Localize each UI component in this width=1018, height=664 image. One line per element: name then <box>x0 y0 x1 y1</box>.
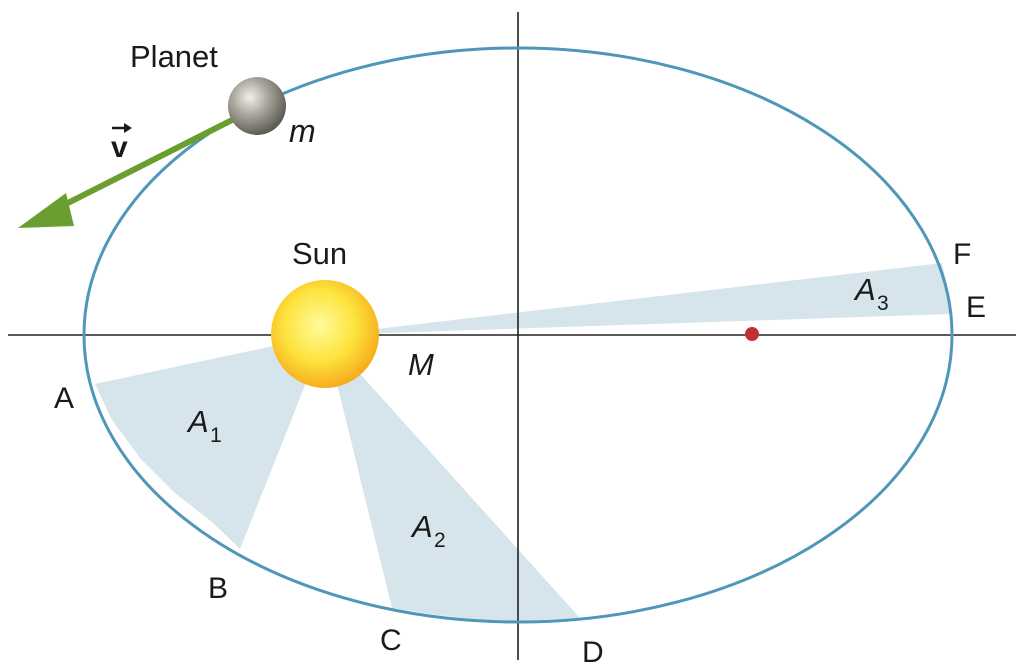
area-a3-label: A <box>853 272 876 307</box>
area-a2-label: A <box>410 509 433 544</box>
point-c-label: C <box>380 624 402 657</box>
planet-mass-label: m <box>289 113 316 149</box>
planet-label: Planet <box>130 39 218 74</box>
area-a1-label: A <box>186 404 209 439</box>
vector-arrow-icon <box>112 123 132 133</box>
area-a1-subscript: 1 <box>210 424 222 447</box>
empty-focus-dot <box>745 327 759 341</box>
sun-mass-label: M <box>408 347 434 382</box>
velocity-label: v <box>111 131 128 164</box>
planet <box>228 77 286 135</box>
velocity-arrow <box>18 115 239 228</box>
point-a-label: A <box>54 382 74 415</box>
point-d-label: D <box>582 636 604 664</box>
elliptical-orbit <box>82 46 954 624</box>
sun <box>271 280 379 388</box>
area-a2-subscript: 2 <box>434 529 446 552</box>
swept-area-a2 <box>325 335 580 621</box>
area-a3-subscript: 3 <box>877 292 889 315</box>
sun-label: Sun <box>292 236 347 271</box>
swept-area-a1 <box>95 335 325 549</box>
point-b-label: B <box>208 572 228 605</box>
point-f-label: F <box>953 238 971 271</box>
swept-area-a3 <box>325 263 950 335</box>
point-e-label: E <box>966 291 986 324</box>
